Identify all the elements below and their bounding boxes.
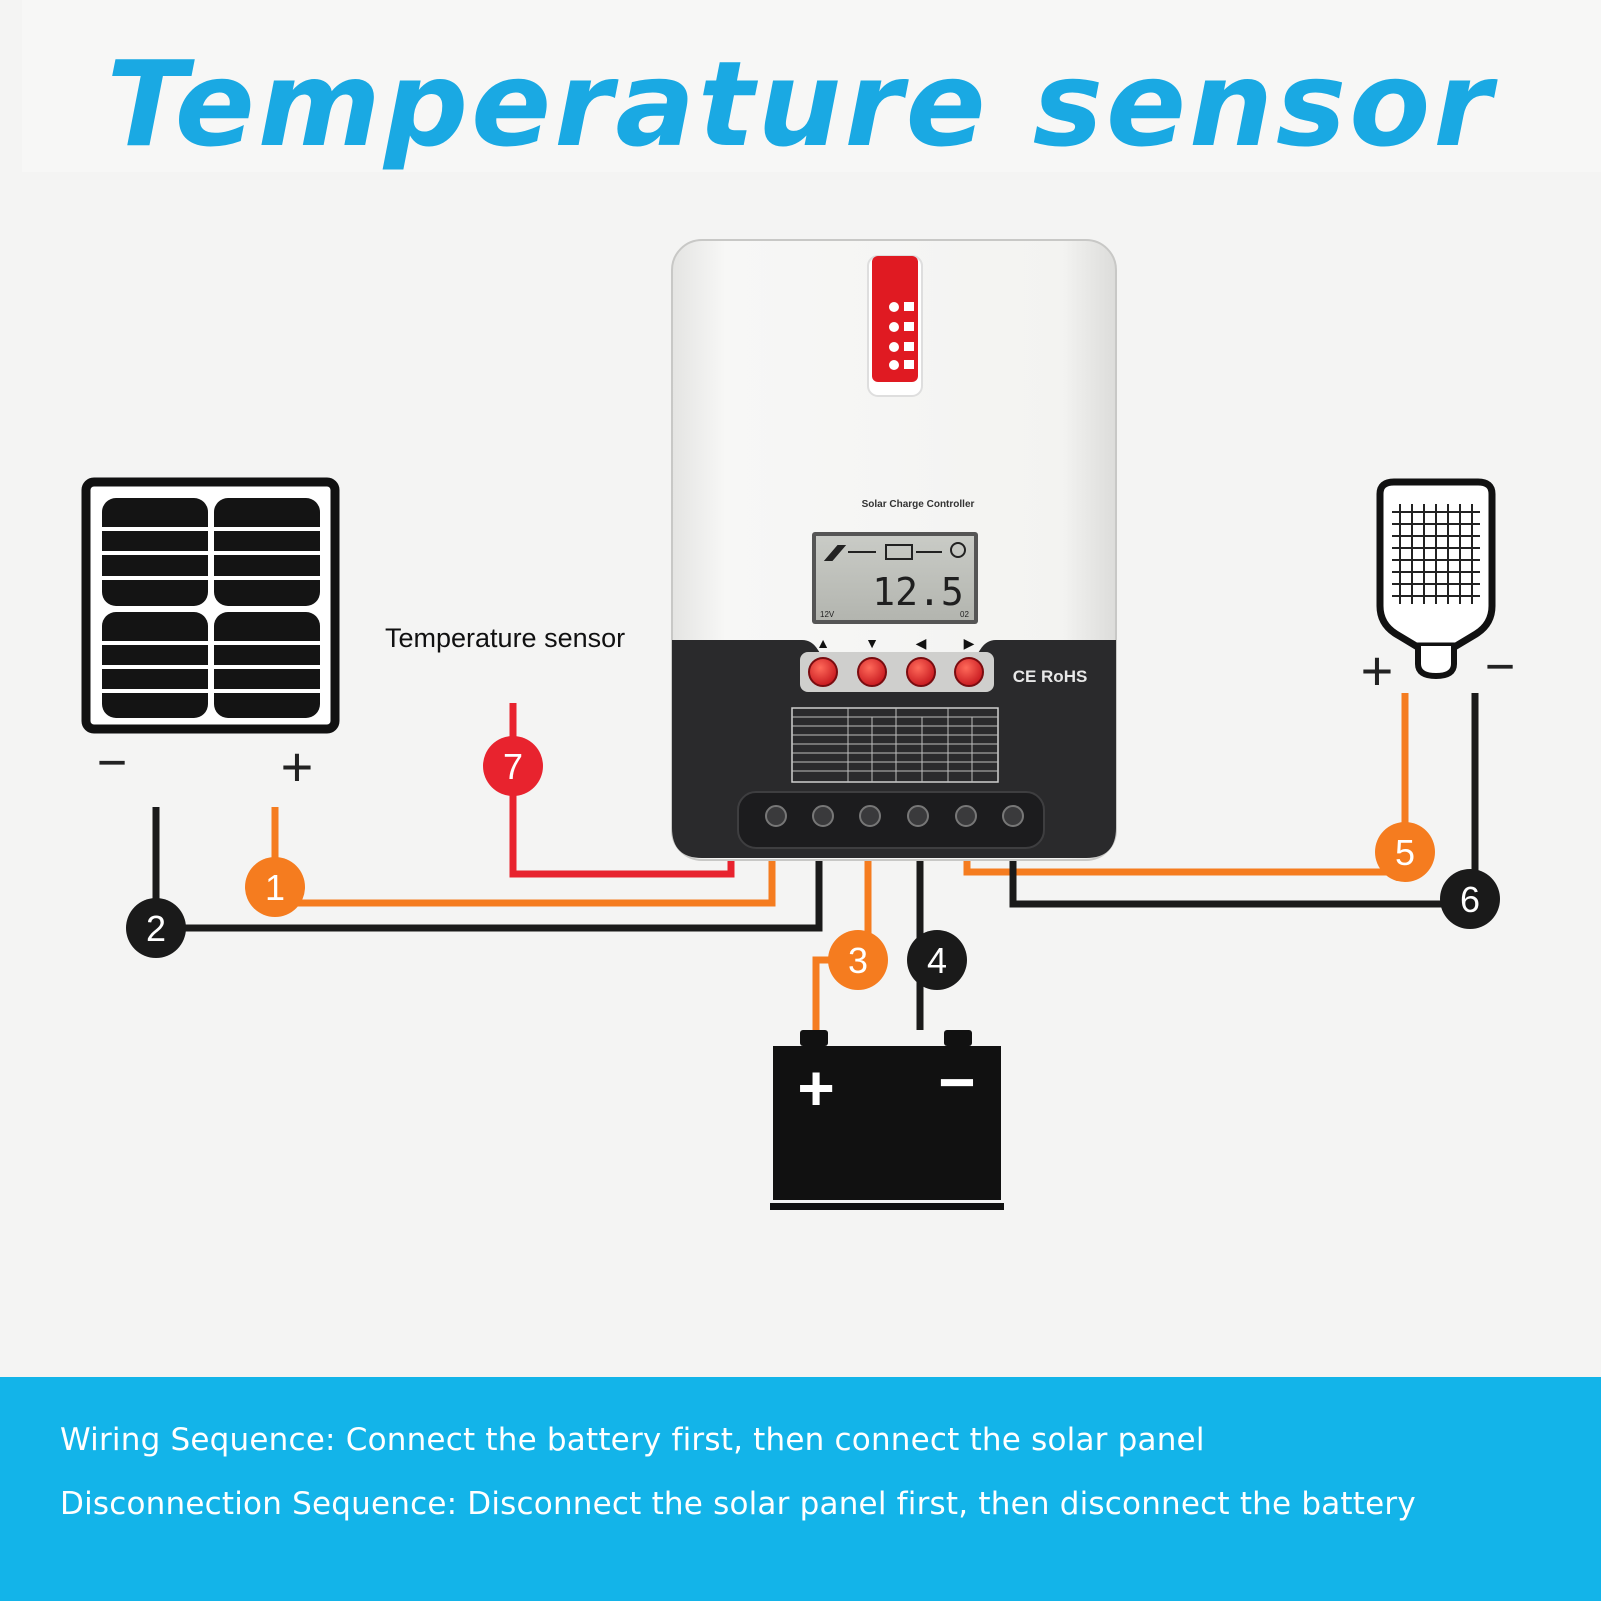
svg-text:6: 6 [1460,879,1480,920]
svg-text:4: 4 [927,940,947,981]
button-right-arrow: ▶ [964,635,975,651]
svg-text:7: 7 [503,746,523,787]
wire-2-solar-negative [152,807,823,932]
connection-badge-1: 1 [245,857,305,917]
wire-5-load-positive [963,693,1409,876]
button-down-arrow: ▼ [865,635,879,651]
spec-table [791,707,999,783]
button-up [808,657,838,687]
footer-banner [0,1377,1601,1601]
lcd-value: 12.5 [872,570,964,614]
button-down [857,657,887,687]
svg-text:5: 5 [1395,832,1415,873]
svg-text:1: 1 [265,867,285,908]
lcd-tag-left: 12V [820,610,835,619]
connection-badge-7: 7 [483,736,543,796]
panel-plus-sign: + [281,735,314,798]
svg-text:3: 3 [848,940,868,981]
lcd-tag-right: 02 [960,610,969,619]
button-left [906,657,936,687]
button-right [954,657,984,687]
battery-icon [770,1030,1004,1210]
svg-text:2: 2 [146,908,166,949]
connection-badge-4: 4 [907,930,967,990]
certification-mark: CE RoHS [1013,667,1088,686]
wire-1-solar-positive [271,807,776,907]
connection-badge-5: 5 [1375,822,1435,882]
button-up-arrow: ▲ [816,635,830,651]
title-band [22,0,1601,172]
disconnection-sequence-text: Disconnection Sequence: Disconnect the s… [60,1486,1416,1522]
lamp-icon [1376,478,1496,680]
load-plus-sign: + [1361,639,1394,702]
panel-minus-sign: − [97,734,127,792]
temperature-sensor-label: Temperature sensor [385,623,626,653]
terminal-screws [765,805,1024,827]
connection-badge-2: 2 [126,898,186,958]
product-label: Solar Charge Controller [862,499,975,510]
button-left-arrow: ◀ [916,635,927,651]
battery-minus-sign: − [938,1046,975,1118]
connection-badge-3: 3 [828,930,888,990]
battery-plus-sign: + [797,1052,834,1124]
page-title: Temperature sensor [106,35,1495,173]
connection-badge-6: 6 [1440,869,1500,929]
wiring-sequence-text: Wiring Sequence: Connect the battery fir… [60,1422,1205,1458]
wire-6-load-negative [1009,693,1479,908]
load-minus-sign: − [1485,638,1515,696]
charge-controller: Solar Charge Controller 12.5 12V 02 ▲ ▼ … [671,239,1117,861]
solar-panel-icon [81,477,340,734]
